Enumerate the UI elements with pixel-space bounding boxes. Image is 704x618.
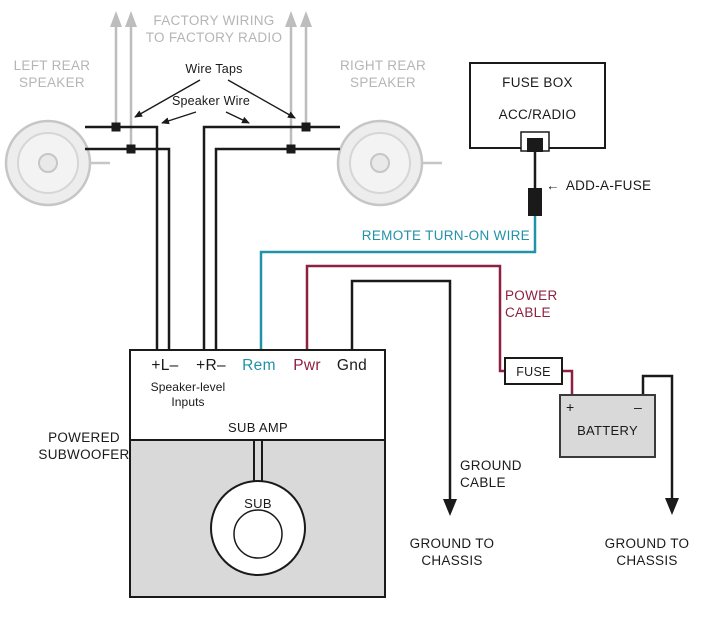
fuse-box-plug	[527, 138, 543, 152]
speaker-wire-label: Speaker Wire	[171, 94, 251, 108]
wire-tap-connectors	[111, 122, 311, 154]
ground-cable-wire	[350, 279, 457, 516]
terminal-left-input: +L–	[151, 357, 179, 374]
ground-cable-label: GROUND CABLE	[460, 458, 522, 490]
inline-fuse-label: FUSE	[516, 365, 551, 379]
battery-ground-wire	[641, 374, 679, 515]
sub-label: SUB	[244, 496, 272, 511]
sub-connector-lines	[253, 441, 263, 482]
power-cable-wire	[305, 264, 574, 397]
ground-chassis-amp-label: GROUND TO CHASSIS	[409, 536, 495, 568]
battery-plus-terminal: +	[566, 399, 575, 415]
power-cable-label: POWER CABLE	[505, 288, 558, 320]
battery-box	[559, 394, 656, 458]
battery-minus-terminal: –	[634, 399, 643, 415]
factory-wiring-line2: TO FACTORY RADIO	[145, 30, 283, 45]
left-rear-speaker-label: LEFT REAR SPEAKER	[13, 58, 91, 90]
add-a-fuse-text: ADD-A-FUSE	[565, 178, 652, 193]
remote-turn-on-wire	[259, 214, 537, 350]
left-speaker-drawing	[4, 119, 92, 207]
speaker-level-inputs-label: Speaker-level Inputs	[150, 380, 226, 409]
battery-label: BATTERY	[577, 423, 638, 438]
add-a-fuse-body	[528, 188, 542, 216]
wire-taps-label: Wire Taps	[185, 62, 243, 76]
sub-cone-inner	[233, 509, 283, 559]
right-rear-speaker-label: RIGHT REAR SPEAKER	[339, 58, 426, 90]
callout-arrows	[134, 79, 296, 125]
fuse-box-circuit-label: ACC/RADIO	[498, 107, 577, 122]
powered-subwoofer-label: POWERED SUBWOOFER	[38, 430, 130, 462]
factory-wiring-arrows	[110, 11, 312, 149]
terminal-ground: Gnd	[336, 357, 368, 374]
fuse-box-title: FUSE BOX	[502, 75, 573, 90]
remote-turn-on-label: REMOTE TURN-ON WIRE	[361, 228, 530, 243]
factory-wiring-line1: FACTORY WIRING	[153, 13, 275, 28]
factory-wiring-label: FACTORY WIRING TO FACTORY RADIO	[128, 12, 300, 46]
inline-fuse-box	[504, 357, 563, 385]
add-a-fuse-label: ← ADD-A-FUSE	[546, 177, 651, 194]
terminal-remote: Rem	[242, 357, 276, 374]
sub-amp-label: SUB AMP	[228, 420, 288, 435]
ground-chassis-battery-label: GROUND TO CHASSIS	[604, 536, 690, 568]
terminal-right-input: +R–	[196, 357, 226, 374]
right-speaker-drawing	[336, 119, 424, 207]
left-arrow-icon: ←	[546, 178, 560, 193]
terminal-power: Pwr	[293, 357, 321, 374]
speaker-wires	[85, 125, 340, 350]
